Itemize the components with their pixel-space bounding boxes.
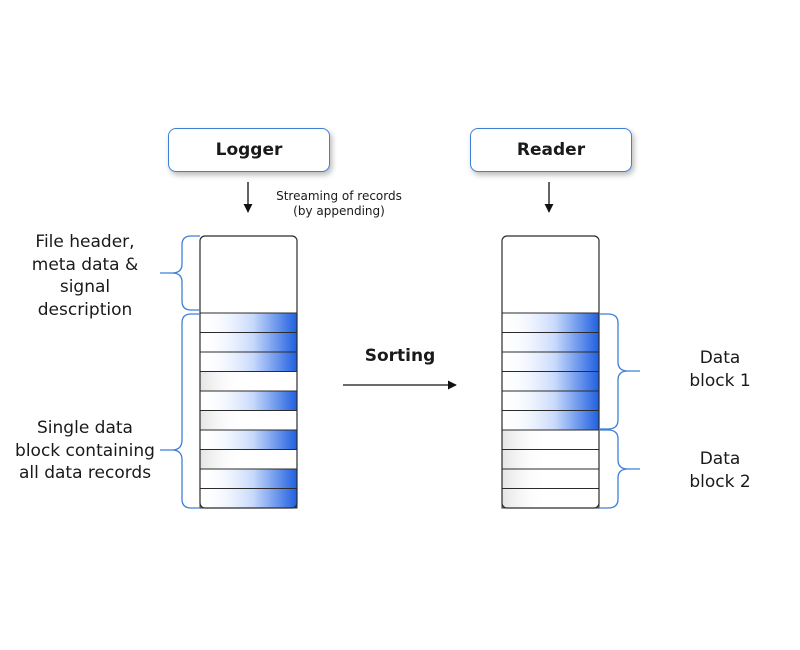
logger-file	[199, 235, 298, 509]
reader-record-7	[501, 429, 600, 450]
header-annotation-line: meta data &	[31, 254, 139, 275]
logger-record-7	[199, 429, 298, 450]
streaming-note: Streaming of records (by appending)	[264, 189, 414, 219]
data-block-annotation: Single data block containing all data re…	[12, 417, 158, 485]
reader-box: Reader	[470, 128, 632, 172]
data-block-1-annotation-line: block 1	[689, 370, 751, 391]
logger-record-6	[199, 410, 298, 431]
reader-records	[501, 312, 600, 509]
reader-label: Reader	[516, 140, 586, 160]
streaming-note-line-1: Streaming of records	[276, 189, 402, 203]
reader-record-9	[501, 468, 600, 489]
header-annotation: File header, meta data & signal descript…	[20, 231, 150, 321]
logger-box: Logger	[168, 128, 330, 172]
data-block-annotation-line: Single data	[37, 418, 133, 438]
logger-record-9	[199, 468, 298, 489]
reader-record-3	[501, 351, 600, 372]
logger-record-3	[199, 351, 298, 372]
logger-label: Logger	[215, 140, 283, 160]
reader-record-10	[501, 488, 600, 509]
header-bracket	[160, 235, 200, 311]
reader-record-6	[501, 410, 600, 431]
logger-record-4	[199, 371, 298, 392]
data-block-1-annotation-line: Data	[699, 348, 741, 368]
header-annotation-line: File header,	[35, 232, 135, 252]
reader-record-2	[501, 332, 600, 353]
reader-record-4	[501, 371, 600, 392]
streaming-note-line-2: (by appending)	[293, 204, 385, 218]
data-block-bracket	[160, 313, 200, 509]
logger-records	[199, 312, 298, 509]
header-annotation-line: signal	[59, 277, 111, 297]
logger-record-8	[199, 449, 298, 470]
reader-record-5	[501, 390, 600, 411]
logger-record-5	[199, 390, 298, 411]
reader-record-1	[501, 312, 600, 333]
reader-record-8	[501, 449, 600, 470]
header-annotation-line: description	[37, 299, 133, 320]
data-block-annotation-line: block containing	[15, 440, 155, 461]
data-block-annotation-line: all data records	[18, 463, 152, 483]
data-block-2-annotation-line: block 2	[689, 471, 751, 492]
logger-record-10	[199, 488, 298, 509]
data-block-2-annotation: Data block 2	[670, 448, 770, 493]
data-block-1-bracket	[599, 313, 640, 430]
data-block-2-bracket	[599, 429, 640, 509]
sorting-label: Sorting	[364, 346, 436, 366]
data-block-2-annotation-line: Data	[699, 449, 741, 469]
reader-file	[501, 235, 600, 509]
logger-record-1	[199, 312, 298, 333]
logger-record-2	[199, 332, 298, 353]
data-block-1-annotation: Data block 1	[670, 347, 770, 392]
